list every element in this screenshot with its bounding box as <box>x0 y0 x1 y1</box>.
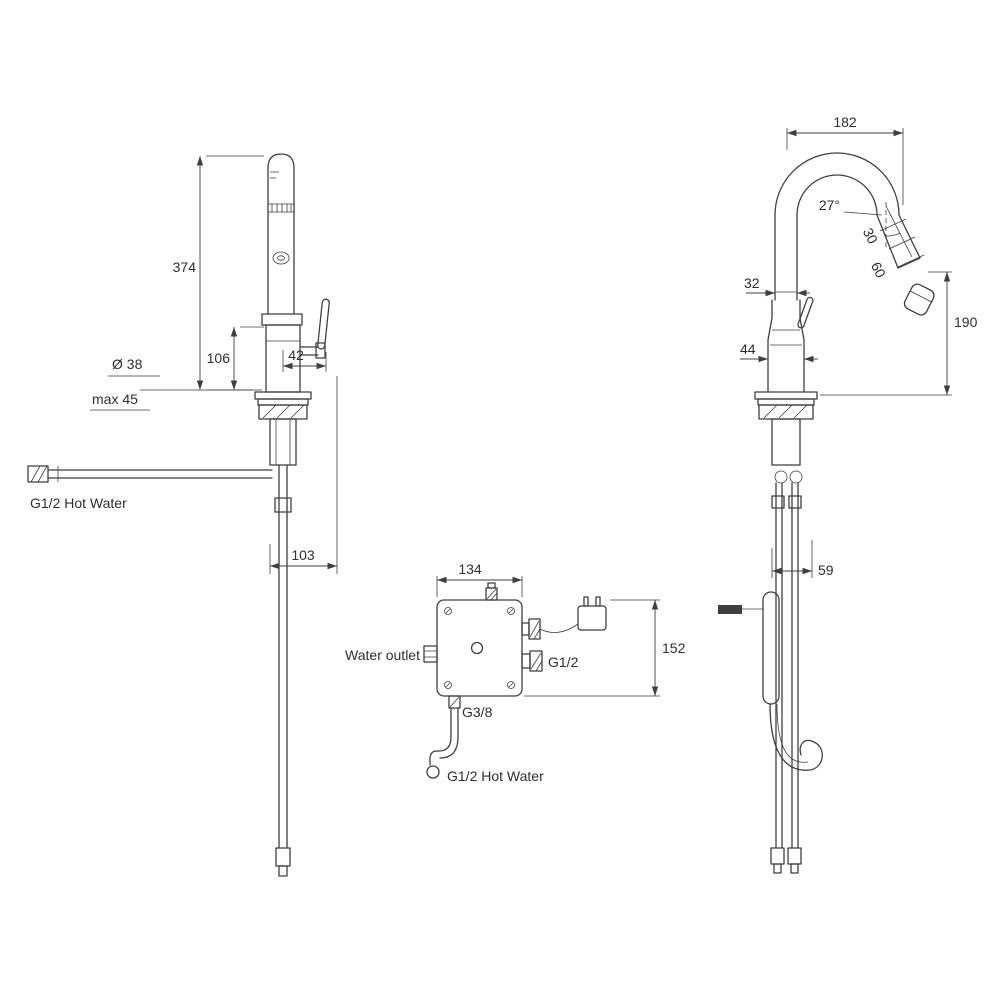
dimension-32: 32 <box>744 275 810 297</box>
g12-label: G1/2 <box>548 654 579 670</box>
dim-134-label: 134 <box>458 561 482 577</box>
dimension-42: 42 <box>282 347 327 372</box>
box-hot-water-label: G1/2 Hot Water <box>447 768 544 784</box>
spray-hose-dock <box>718 591 823 771</box>
spout-collar <box>261 313 303 326</box>
hot-water-inlet-pipe <box>426 707 459 779</box>
water-outlet-label: Water outlet <box>345 647 420 663</box>
deck-mount <box>254 391 312 466</box>
top-outlet-fitting <box>485 582 498 601</box>
side-inlet-pipe <box>27 465 273 483</box>
dimension-134: 134 <box>436 561 523 597</box>
power-plug <box>539 596 607 633</box>
g12-fitting <box>521 650 543 672</box>
gooseneck-spout <box>774 152 921 301</box>
dim-190-label: 190 <box>954 314 978 330</box>
g38-label: G3/8 <box>462 704 493 720</box>
sensor-window <box>272 251 290 265</box>
right-body <box>767 296 814 393</box>
dim-59-label: 59 <box>818 562 834 578</box>
dimension-103: 103 <box>269 376 338 574</box>
solenoid-fitting <box>521 618 541 640</box>
dim-32-label: 32 <box>744 275 760 291</box>
dimension-190: 190 <box>820 271 978 396</box>
status-led <box>470 641 484 655</box>
corner-screws <box>444 607 515 689</box>
dim-106-label: 106 <box>207 350 231 366</box>
g38-fitting <box>448 695 461 709</box>
dim-60-label: 60 <box>868 259 889 280</box>
max-45-label: max 45 <box>92 391 138 407</box>
spray-head <box>903 283 935 316</box>
dim-44-label: 44 <box>740 341 756 357</box>
dimension-152: 152 <box>524 599 686 697</box>
dimension-182: 182 <box>786 114 904 205</box>
dim-374-label: 374 <box>173 259 197 275</box>
right-view-faucet: 182 27° 30 60 32 44 <box>718 114 978 874</box>
dim-182-label: 182 <box>833 114 857 130</box>
right-deck-mount <box>754 391 818 484</box>
right-hoses <box>770 482 802 874</box>
water-outlet-fitting <box>423 645 438 663</box>
left-view-faucet-side: 374 106 42 Ø 38 max 45 103 G1/2 Hot Wate… <box>27 153 338 877</box>
dimension-106: 106 <box>207 326 264 390</box>
handle-lever <box>299 298 330 359</box>
spout-tube <box>267 153 295 315</box>
dim-103-label: 103 <box>291 547 315 563</box>
dia-38-label: Ø 38 <box>112 356 143 372</box>
control-box-view: 134 152 G1/2 <box>345 561 686 784</box>
dimension-44: 44 <box>740 341 818 363</box>
dim-42-label: 42 <box>288 347 304 363</box>
supply-hose <box>274 464 292 877</box>
dimension-27deg: 27° <box>819 197 913 258</box>
sensor-ring <box>268 203 294 213</box>
left-hot-water-label: G1/2 Hot Water <box>30 495 127 511</box>
dimension-59: 59 <box>771 540 834 578</box>
dimension-dia38-max45: Ø 38 max 45 <box>90 356 262 411</box>
dim-152-label: 152 <box>662 640 686 656</box>
dim-30-label: 30 <box>860 225 881 246</box>
angle-27-label: 27° <box>819 197 840 213</box>
dimension-30-60: 30 60 <box>860 218 925 280</box>
